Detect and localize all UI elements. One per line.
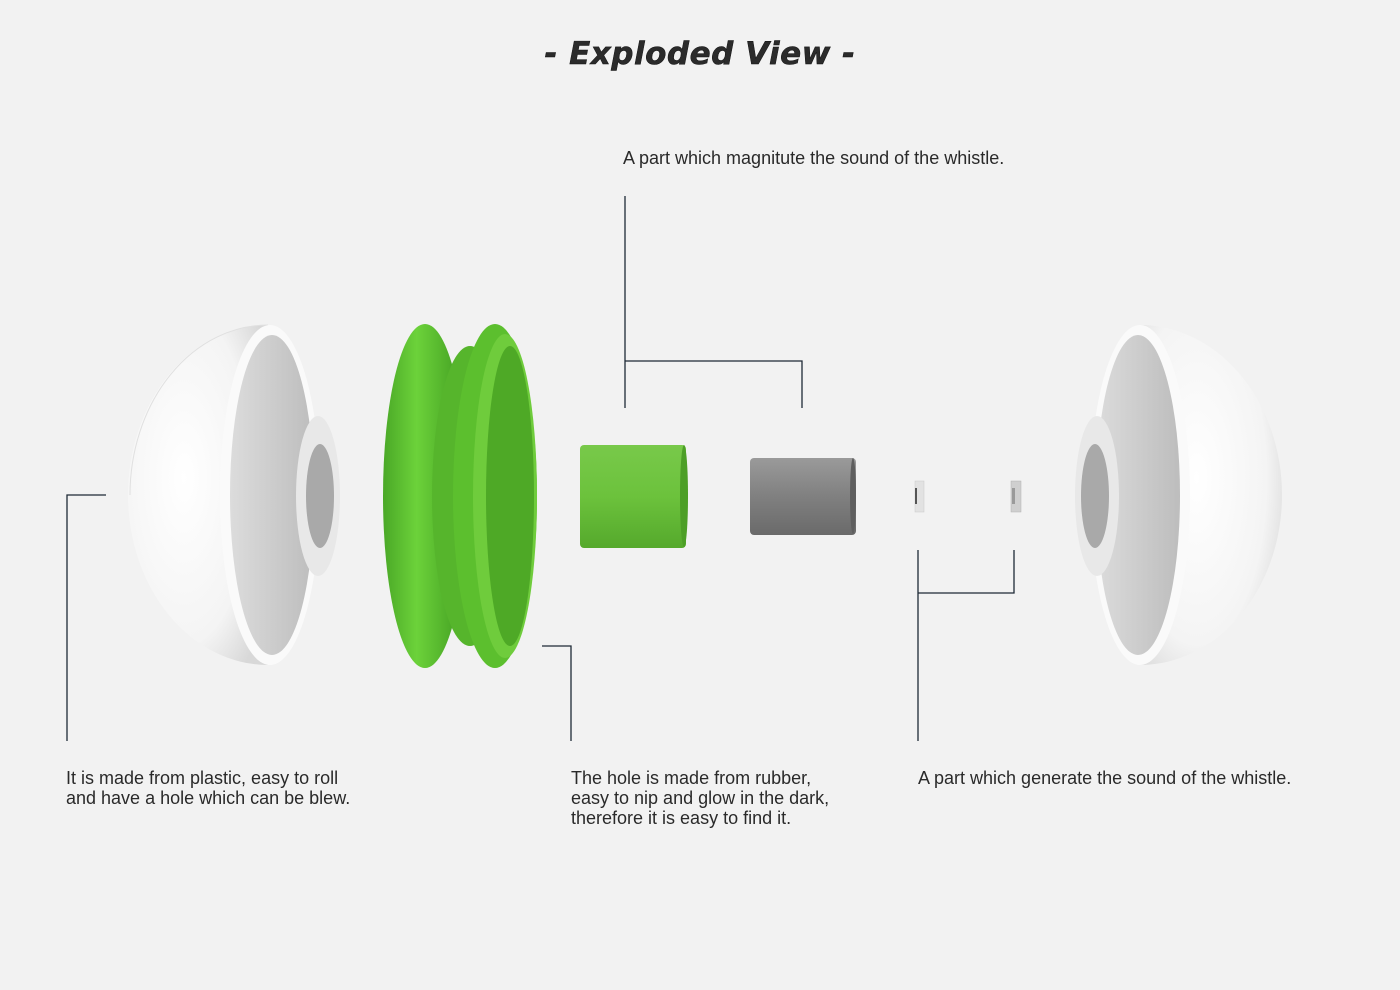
amplifier-grey-cylinder [750, 458, 856, 535]
rubber-caption: The hole is made from rubber, easy to ni… [571, 768, 830, 828]
amplifier-caption: A part which magnitute the sound of the … [623, 148, 1005, 168]
leader-lines [66, 196, 1015, 741]
shell-caption: It is made from plastic, easy to roll an… [66, 768, 351, 808]
page-title: - Exploded View - [544, 36, 856, 73]
generator-caption: A part which generate the sound of the w… [918, 768, 1292, 788]
left-shell [128, 324, 340, 665]
rubber-ring [383, 324, 537, 668]
amplifier-green-cylinder [580, 445, 688, 548]
right-shell [1075, 325, 1282, 665]
sound-generator-parts [914, 480, 1022, 513]
